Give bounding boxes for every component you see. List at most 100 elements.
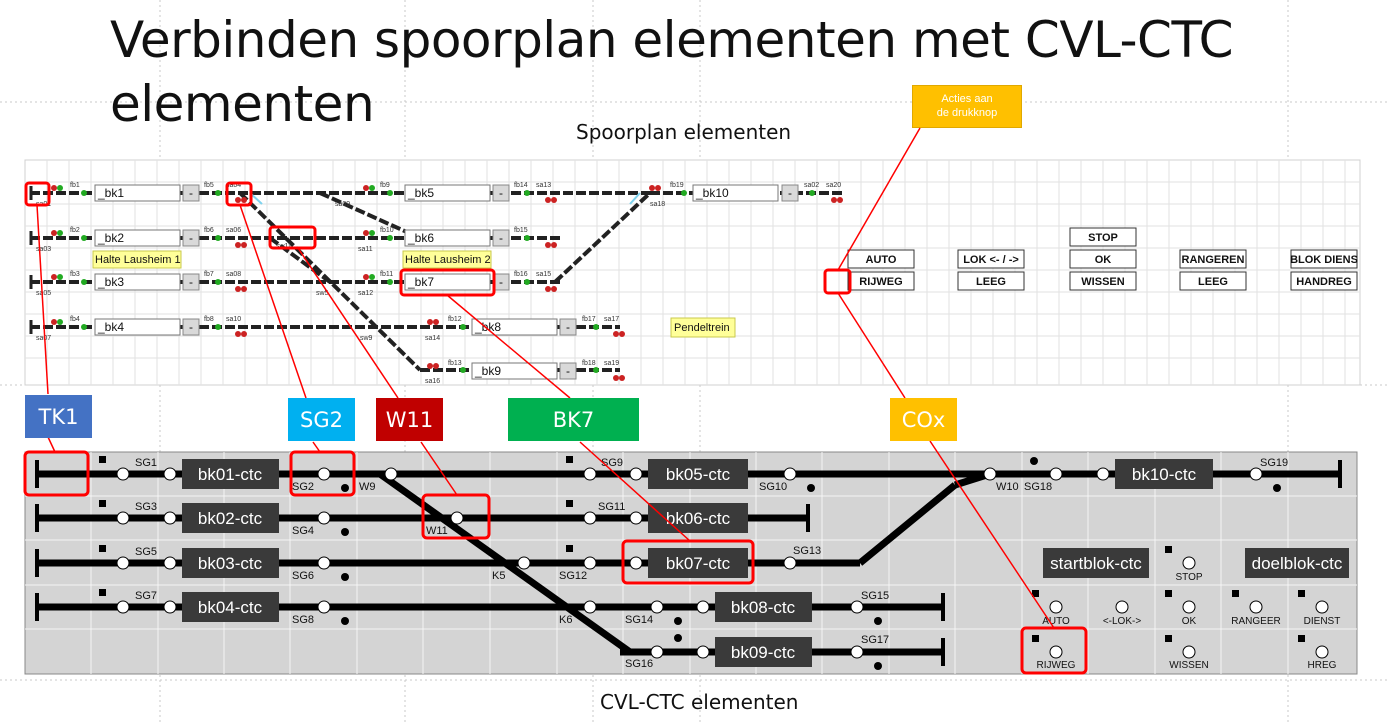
ctc-signal-label: SG16 [625,658,653,670]
ctc-signal-label: SG18 [1024,481,1052,493]
ctc-signal-label: SG17 [861,634,889,646]
spoorplan-label: fb14 [514,182,528,189]
minus-button[interactable]: - [499,231,503,245]
tag-tk1: TK1 [25,395,92,438]
minus-button[interactable]: - [189,320,193,334]
ctc-signal-label: SG6 [292,570,314,582]
spoorplan-label: fb18 [582,360,596,367]
spoorplan-label: fb7 [204,271,214,278]
ctc-block-bk02[interactable]: bk02-ctc [198,509,263,528]
spoorplan-label: fb15 [514,227,528,234]
ctc-rangeer-button[interactable]: RANGEER [1231,616,1280,627]
spoorplan-blok-dienst-button[interactable]: BLOK DIENS [1290,254,1358,266]
minus-button[interactable]: - [499,275,503,289]
spoorplan-rangeren-button[interactable]: RANGEREN [1182,254,1245,266]
minus-button[interactable]: - [189,231,193,245]
spoorplan-label: sa08 [226,271,241,278]
minus-button[interactable]: - [499,186,503,200]
halte-lausheim-2-note: Halte Lausheim 2 [405,254,491,266]
ctc-block-bk05[interactable]: bk05-ctc [666,465,731,484]
pendeltrein-note: Pendeltrein [674,322,730,334]
slide-title: Verbinden spoorplan elementen met CVL-CT… [110,8,1233,136]
spoorplan-block-bk1[interactable]: _bk1 [97,186,124,200]
ctc-block-bk10[interactable]: bk10-ctc [1132,465,1197,484]
tag-tk1-label: TK1 [38,404,79,429]
ctc-doelblok[interactable]: doelblok-ctc [1252,554,1343,573]
ctc-signal-label: SG2 [292,481,314,493]
spoorplan-label: fb17 [582,316,596,323]
spoorplan-label: sa17 [604,316,619,323]
spoorplan-label: fb2 [70,227,80,234]
ctc-wissen-button[interactable]: WISSEN [1169,660,1208,671]
ctc-signal-label: SG15 [861,590,889,602]
spoorplan-label: sa16 [425,378,440,385]
tag-cox-label: COx [901,407,946,432]
spoorplan-label: fb1 [70,182,80,189]
spoorplan-stop-button[interactable]: STOP [1088,232,1118,244]
ctc-block-bk08[interactable]: bk08-ctc [731,598,796,617]
spoorplan-label: sa20 [826,182,841,189]
halte-lausheim-1-note: Halte Lausheim 1 [95,254,181,266]
spoorplan-wissen-button[interactable]: WISSEN [1081,276,1124,288]
ctc-block-bk06[interactable]: bk06-ctc [666,509,731,528]
tag-sg2-bg [288,398,355,441]
spoorplan-label: fb16 [514,271,528,278]
ctc-rijweg-button[interactable]: RIJWEG [1037,660,1076,671]
spoorplan-block-bk3[interactable]: _bk3 [97,275,124,289]
tag-cox-bg [890,398,957,441]
ctc-block-bk03[interactable]: bk03-ctc [198,554,263,573]
ctc-block-bk07[interactable]: bk07-ctc [666,554,731,573]
spoorplan-block-bk6[interactable]: _bk6 [407,231,434,245]
minus-button[interactable]: - [788,186,792,200]
ctc-signal-label: SG5 [135,546,157,558]
ctc-signal-label: SG7 [135,590,157,602]
spoorplan-label: sa06 [226,227,241,234]
acties-line2: de drukknop [936,107,998,119]
slide-title-line2: elementen [110,75,375,133]
ctc-signal-label: SG4 [292,525,314,537]
tag-tk1-bg [25,395,92,438]
ctc-dienst-button[interactable]: DIENST [1304,616,1341,627]
spoorplan-label: sa14 [425,335,440,342]
spoorplan-block-bk10[interactable]: _bk10 [695,186,729,200]
spoorplan-block-bk2[interactable]: _bk2 [97,231,124,245]
spoorplan-block-bk5[interactable]: _bk5 [407,186,434,200]
spoorplan-label: sa15 [536,271,551,278]
spoorplan-label: fb9 [380,182,390,189]
minus-button[interactable]: - [189,275,193,289]
ctc-signal-label: SG13 [793,545,821,557]
ctc-ok-button[interactable]: OK [1182,616,1197,627]
spoorplan-label: fb5 [204,182,214,189]
ctc-auto-button[interactable]: AUTO [1042,616,1070,627]
spoorplan-block-bk4[interactable]: _bk4 [97,320,124,334]
spoorplan-leeg-button[interactable]: LEEG [976,276,1006,288]
ctc-signal-label: SG9 [601,457,623,469]
tag-sg2: SG2 [288,398,355,441]
ctc-block-bk09[interactable]: bk09-ctc [731,643,796,662]
slide-title-line1: Verbinden spoorplan elementen met CVL-CT… [110,11,1233,69]
spoorplan-label: fb3 [70,271,80,278]
ctc-switch-label: K6 [559,614,572,626]
spoorplan-label: fb8 [204,316,214,323]
tag-bk7-label: BK7 [552,407,595,432]
ctc-block-bk01[interactable]: bk01-ctc [198,465,263,484]
spoorplan-rijweg-button[interactable]: RIJWEG [859,276,902,288]
ctc-lok-button[interactable]: <-LOK-> [1103,616,1142,627]
spoorplan-handreg-button[interactable]: HANDREG [1296,276,1352,288]
ctc-hreg-button[interactable]: HREG [1308,660,1337,671]
ctc-startblok[interactable]: startblok-ctc [1050,554,1142,573]
spoorplan-label: fb10 [380,227,394,234]
spoorplan-ok-button[interactable]: OK [1095,254,1112,266]
spoorplan-label: sa09 [335,201,350,208]
minus-button[interactable]: - [189,186,193,200]
caption-spoorplan: Spoorplan elementen [576,120,792,144]
ctc-stop-button[interactable]: STOP [1175,572,1202,583]
ctc-block-bk04[interactable]: bk04-ctc [198,598,263,617]
ctc-signal-label: SG1 [135,457,157,469]
tag-cox: COx [890,398,957,441]
ctc-signal-label: SG14 [625,614,653,626]
spoorplan-lok-button[interactable]: LOK <- / -> [963,254,1019,266]
ctc-switch-label: K5 [492,570,505,582]
spoorplan-leeg2-button[interactable]: LEEG [1198,276,1228,288]
